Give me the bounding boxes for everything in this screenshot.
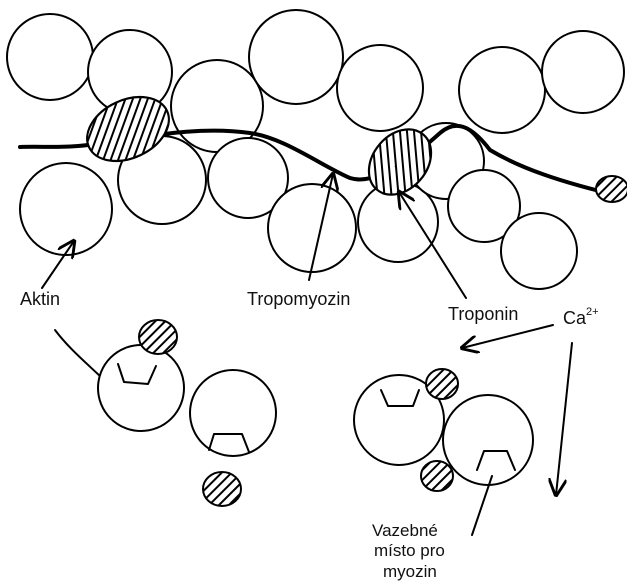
troponin-complex — [596, 176, 627, 202]
binding-site-label-line3: myozin — [383, 562, 437, 581]
troponin-label: Troponin — [448, 304, 518, 324]
actin-monomer — [337, 45, 423, 131]
actin-leader-line — [55, 330, 104, 380]
actin-monomer — [501, 213, 577, 289]
tropomyosin-cross-section — [426, 369, 458, 399]
actin-monomer — [190, 370, 276, 456]
actin-monomer — [7, 14, 93, 100]
resting-state-group — [55, 320, 276, 506]
binding-site-label-line2: místo pro — [374, 541, 445, 560]
calcium-ion-label: Ca2+ — [563, 306, 599, 328]
calcium-charge: 2+ — [586, 306, 599, 318]
tropomyosin-label: Tropomyozin — [247, 289, 350, 309]
binding-site-label-line1: Vazebné — [372, 521, 438, 540]
actin-monomer — [249, 10, 343, 104]
tropomyosin-cross-section — [203, 472, 241, 506]
actin-monomer — [98, 345, 184, 431]
actin-monomer — [268, 184, 356, 272]
actin-monomer — [459, 47, 545, 133]
activated-state-group — [354, 369, 533, 535]
actin-monomer — [542, 31, 624, 113]
actin-label: Aktin — [20, 289, 60, 309]
actin-monomer — [443, 395, 533, 485]
tropomyosin-cross-section — [139, 320, 177, 354]
calcium-left-arrow — [462, 325, 553, 348]
actin-monomer — [20, 163, 112, 255]
tropomyosin-cross-section — [421, 461, 453, 491]
calcium-symbol: Ca — [563, 308, 587, 328]
calcium-down-arrow — [556, 343, 572, 495]
